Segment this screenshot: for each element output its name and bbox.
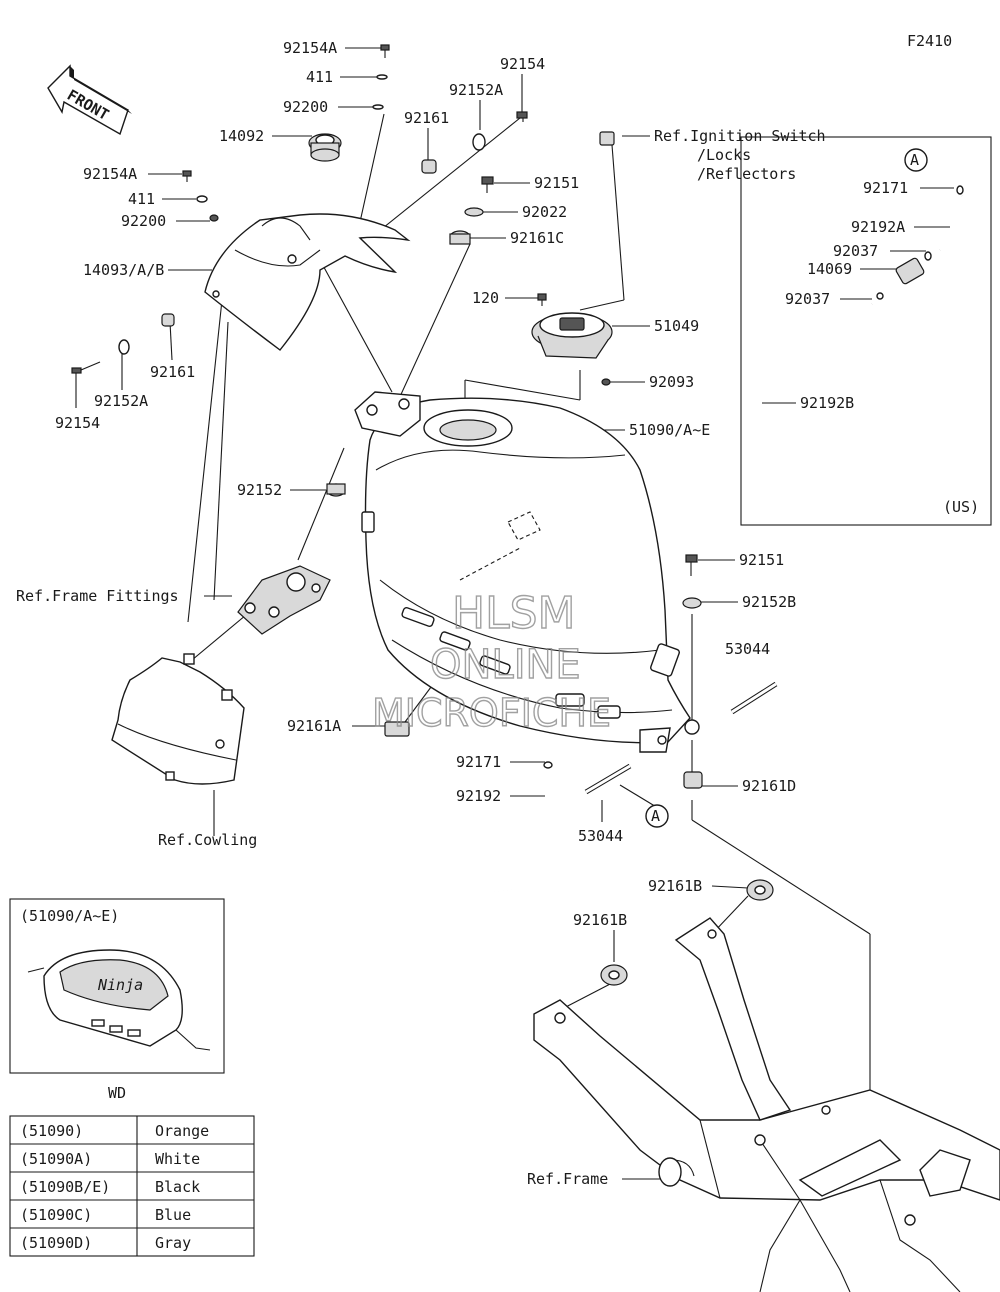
color-code: (51090A)	[20, 1150, 92, 1168]
part-label: 120	[472, 289, 499, 307]
wd-inset-title: (51090/A~E)	[20, 907, 119, 925]
wd-caption: WD	[108, 1084, 126, 1102]
hardware-parts	[71, 44, 778, 986]
part-label: 92022	[522, 203, 567, 221]
part-label: 92151	[739, 551, 784, 569]
part-label: 92161A	[287, 717, 341, 735]
part-label: 51090/A~E	[629, 421, 710, 439]
callout-a: A	[645, 804, 669, 828]
fuel-tank	[354, 391, 700, 753]
watermark: HLSM ONLINE MICROFICHE	[371, 587, 611, 735]
svg-text:14069: 14069	[807, 260, 852, 278]
figure-code: F2410	[907, 32, 952, 50]
part-label: 92154	[55, 414, 100, 432]
ref-label-cowling: Ref.Cowling	[158, 831, 257, 849]
part-label: 411	[128, 190, 155, 208]
svg-text:92192A: 92192A	[851, 218, 905, 236]
part-label: 92161D	[742, 777, 796, 795]
ref-label-ignition: /Reflectors	[697, 165, 796, 183]
wd-emblem: Ninja	[97, 976, 143, 994]
part-label: 14092	[219, 127, 264, 145]
ref-label-frame: Ref.Frame	[527, 1170, 608, 1188]
wd-inset: (51090/A~E) Ninja WD	[9, 898, 225, 1102]
svg-text:A: A	[651, 807, 660, 825]
color-code: (51090B/E)	[20, 1178, 110, 1196]
svg-text:92037: 92037	[785, 290, 830, 308]
part-label: 92154A	[283, 39, 337, 57]
svg-text:MICROFICHE: MICROFICHE	[372, 691, 611, 735]
part-label: 53044	[578, 827, 623, 845]
part-label: 92152A	[449, 81, 503, 99]
part-label: 92093	[649, 373, 694, 391]
part-label: 92152	[237, 481, 282, 499]
cowling	[111, 653, 245, 785]
part-label: 92151	[534, 174, 579, 192]
color-name: Black	[155, 1178, 200, 1196]
front-arrow: FRONT	[47, 64, 132, 136]
svg-text:HLSM: HLSM	[452, 588, 576, 639]
part-label: 92200	[121, 212, 166, 230]
part-label: 14093/A/B	[83, 261, 164, 279]
fuel-pump	[531, 312, 613, 359]
svg-text:92037: 92037	[833, 242, 878, 260]
svg-text:92192B: 92192B	[800, 394, 854, 412]
part-label: 92192	[456, 787, 501, 805]
part-label: 92171	[456, 753, 501, 771]
svg-text:A: A	[910, 151, 919, 169]
part-label: 92152A	[94, 392, 148, 410]
us-inset: (US) A 92171 92192A 92037 14069 92037 92…	[740, 136, 992, 526]
drain-hose	[443, 770, 549, 1070]
part-label: 92161B	[573, 911, 627, 929]
part-label: 92161	[404, 109, 449, 127]
part-label: 92154A	[83, 165, 137, 183]
part-label: 92161B	[648, 877, 702, 895]
color-name: Blue	[155, 1206, 191, 1224]
part-label: 411	[306, 68, 333, 86]
tank-cover	[204, 213, 411, 351]
svg-text:92171: 92171	[863, 179, 908, 197]
color-code: (51090)	[20, 1122, 83, 1140]
color-name: Orange	[155, 1122, 209, 1140]
part-label-group: 92154A 411 92200 14092 92154A 411 92200 …	[16, 39, 826, 1188]
part-label: 92161C	[510, 229, 564, 247]
part-label: 92161	[150, 363, 195, 381]
color-code: (51090D)	[20, 1234, 92, 1252]
ref-label-ignition: /Locks	[697, 146, 751, 164]
part-label: 92152B	[742, 593, 796, 611]
part-label: 92154	[500, 55, 545, 73]
color-name: Gray	[155, 1234, 191, 1252]
color-table: (51090) Orange (51090A) White (51090B/E)…	[9, 1115, 255, 1257]
ref-label-ignition: Ref.Ignition Switch	[654, 127, 826, 145]
us-region-label: (US)	[943, 498, 979, 516]
frame	[533, 917, 1000, 1292]
svg-text:ONLINE: ONLINE	[430, 642, 581, 688]
part-label: 51049	[654, 317, 699, 335]
frame-fitting	[237, 565, 331, 635]
color-code: (51090C)	[20, 1206, 92, 1224]
part-label: 92200	[283, 98, 328, 116]
part-label: 53044	[725, 640, 770, 658]
color-name: White	[155, 1150, 200, 1168]
ref-label-frame-fittings: Ref.Frame Fittings	[16, 587, 179, 605]
